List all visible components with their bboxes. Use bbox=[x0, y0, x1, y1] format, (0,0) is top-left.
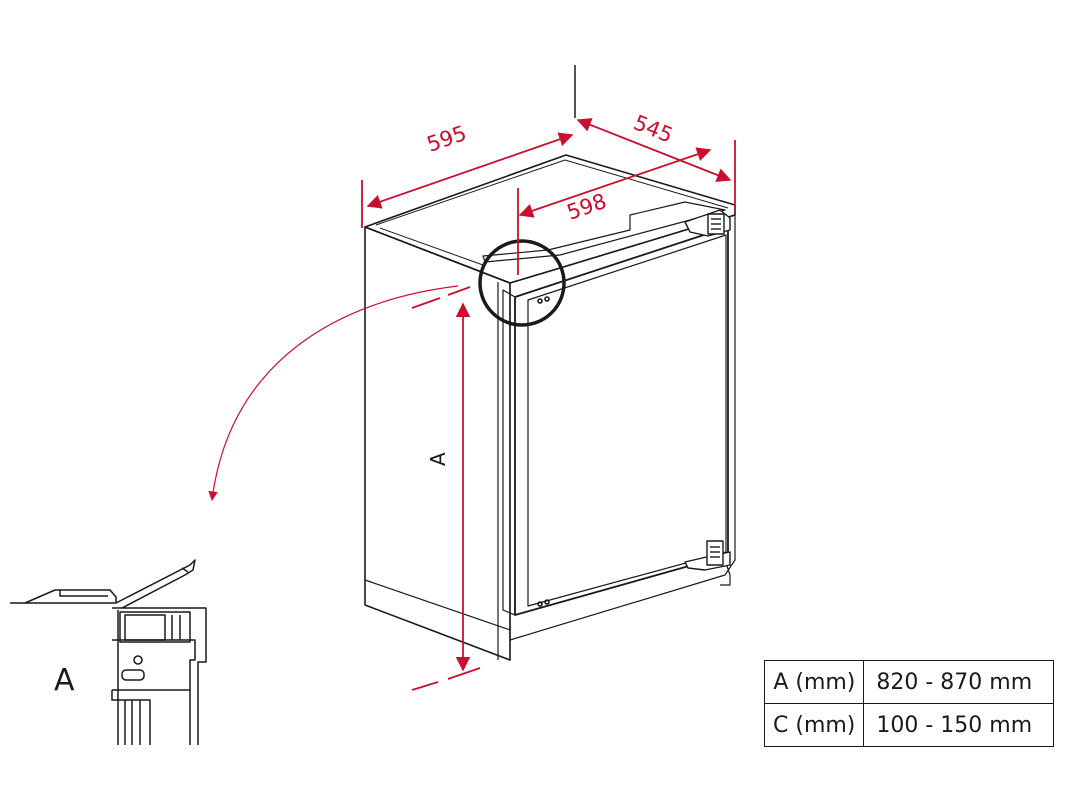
fridge-top bbox=[364, 154, 736, 284]
dim-text-height: A bbox=[426, 452, 450, 466]
dim-text-width: 595 bbox=[424, 121, 470, 157]
door-swing-arc bbox=[208, 285, 459, 501]
detail-circle bbox=[478, 239, 566, 327]
fridge-body bbox=[364, 154, 736, 661]
spec-value-a: 820 - 870 mm bbox=[863, 660, 1054, 704]
fridge-door bbox=[514, 226, 729, 616]
dim-text-niche-depth: 598 bbox=[564, 189, 610, 225]
spec-key-a: A (mm) bbox=[763, 660, 865, 704]
dim-text-depth: 545 bbox=[630, 110, 676, 147]
dim-line-niche-depth bbox=[518, 147, 712, 218]
table-row: A (mm) 820 - 870 mm bbox=[763, 660, 1054, 704]
detail-a-drawing bbox=[10, 559, 207, 745]
top-hinge bbox=[684, 209, 731, 237]
dimension-spec-table: A (mm) 820 - 870 mm C (mm) 100 - 150 mm bbox=[763, 660, 1054, 747]
dim-line-width bbox=[366, 132, 574, 209]
fridge-side-panel bbox=[364, 226, 511, 661]
spec-key-c: C (mm) bbox=[763, 703, 865, 747]
bottom-hinge bbox=[684, 540, 731, 571]
dimension-lines bbox=[208, 65, 736, 691]
table-row: C (mm) 100 - 150 mm bbox=[763, 703, 1054, 747]
spec-value-c: 100 - 150 mm bbox=[863, 703, 1054, 747]
detail-a-label: A bbox=[54, 663, 75, 698]
